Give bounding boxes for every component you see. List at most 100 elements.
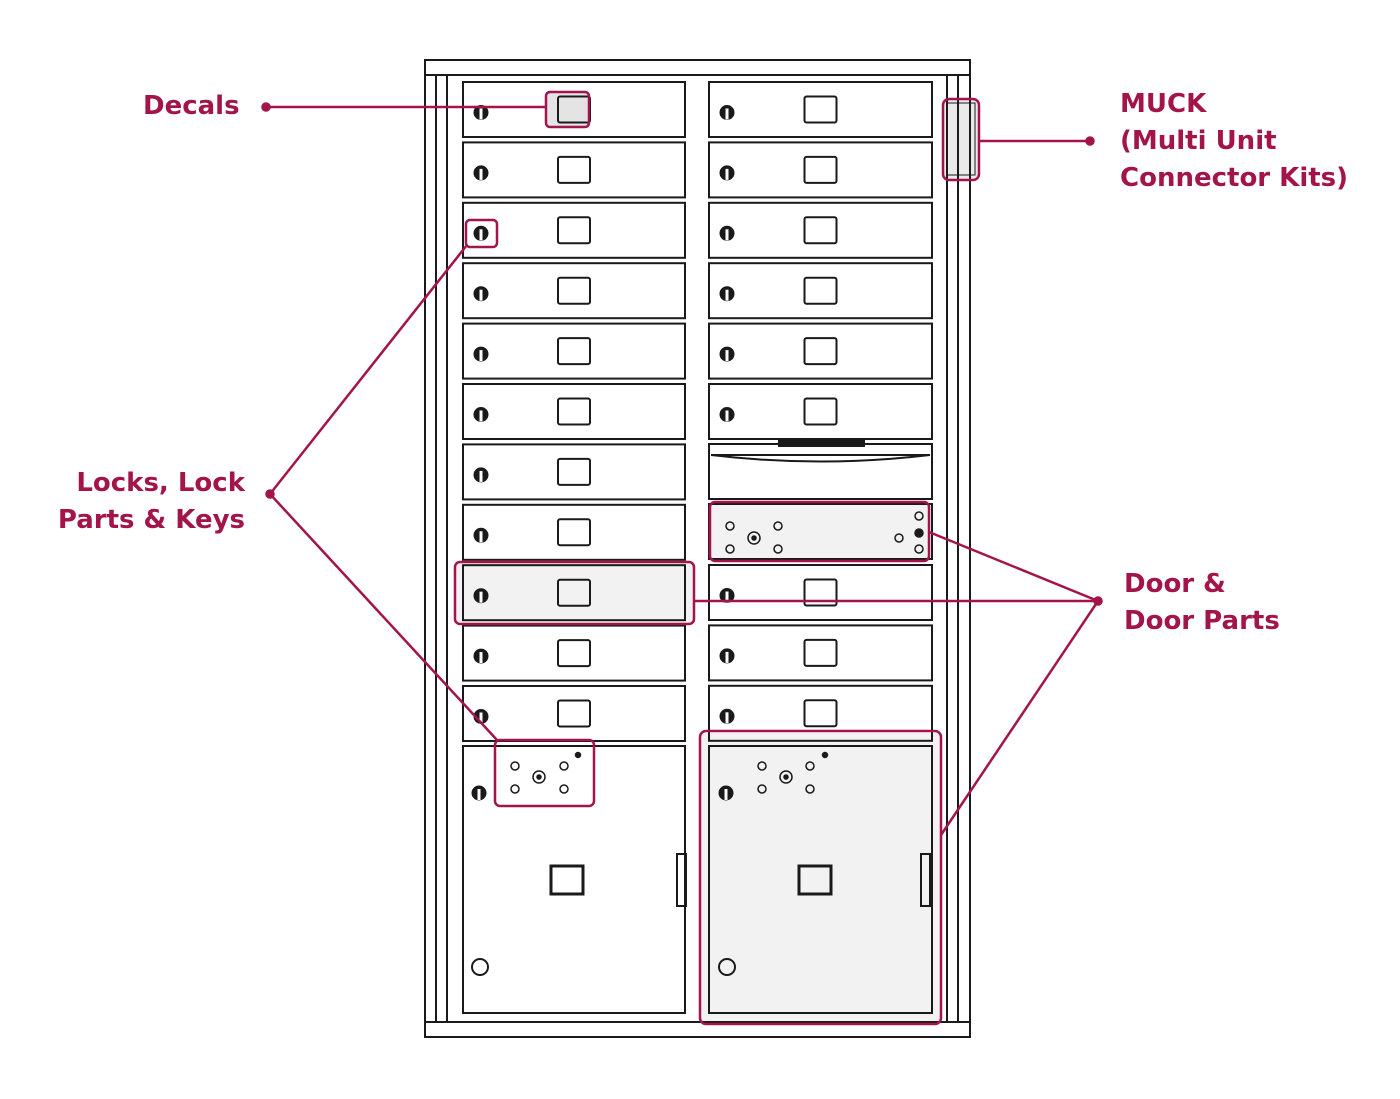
locks-leader-dot [265,489,275,499]
keyhole [479,410,483,422]
tenant-door [462,624,686,682]
panel-lock-core [783,774,789,780]
keyhole [724,789,728,800]
keyhole [725,410,729,422]
screw-hole [914,511,924,521]
tenant-door [462,564,686,622]
tenant-door [462,443,686,501]
doors-leader-dot [1093,596,1103,606]
label-muck: MUCK (Multi Unit Connector Kits) [1120,89,1349,193]
keyhole [479,712,483,724]
panel-callout-box [708,500,931,563]
panel-highlight-fill [711,503,929,560]
screw-hole [805,761,815,771]
tenant-door [462,81,686,138]
muck-callout-box [941,97,981,182]
tenant-door [462,322,686,380]
keyhole [725,229,729,241]
screw-hole [510,784,520,794]
screw-dot [574,751,582,759]
screw-hole [773,521,783,531]
door-label-window [557,699,591,728]
decal-highlight-fill [547,93,589,126]
locks-leader-upper [269,244,468,495]
tenant-door [708,624,933,682]
door-label-window [803,699,838,728]
panel-lock [532,770,546,784]
decal-callout-box [544,90,591,129]
panel-lock-core [536,774,542,780]
tenant-door [708,322,933,380]
label-locks: Locks, Lock Parts & Keys [57,468,245,535]
tenant-door [708,383,933,440]
decals-leader-dot [261,102,271,112]
tenant-door [708,81,933,138]
screw-hole [757,784,767,794]
keyhole [725,651,729,663]
parcel-door-hinge [676,853,687,907]
keyhole [479,289,483,301]
panel-lock-core [751,535,757,541]
parcel-door-knob [471,958,489,976]
tenant-door [462,262,686,320]
keyhole [479,229,483,241]
keyhole [479,652,483,664]
door-label-window [557,216,591,245]
tenant-door [462,685,686,742]
screw-hole [559,761,569,771]
tenant-door [462,141,686,199]
screw-dot [821,751,829,759]
parcel-door-label-window [549,864,585,896]
keyhole [725,712,729,724]
keyhole [725,108,729,120]
tenant-door [708,262,933,320]
lock-callout-box [464,218,499,249]
keyhole [479,470,483,482]
keyhole [479,108,483,120]
tenant-door [708,141,933,199]
parcel-locker-door [708,745,933,1014]
parcel-locker-door [462,745,686,1014]
parcel-door-knob [718,958,736,976]
tenant-door [708,564,933,621]
door-highlight-fill [456,563,694,623]
door-label-window [803,155,838,184]
door-label-window [557,518,591,547]
door-label-window [557,639,591,668]
door-label-window [803,397,838,426]
screw-hole [757,761,767,771]
tenant-door [708,684,933,742]
door-label-window [557,155,591,184]
mail-slot-plate [778,440,865,447]
tenant-door [462,503,686,561]
outgoing-mail-slot [708,443,933,500]
door-label-window [803,578,838,607]
keyhole [725,289,729,301]
keyhole [725,350,729,362]
locks-leader-lower [269,493,498,741]
door-label-window [557,397,591,426]
door-label-window [803,216,838,245]
screw-hole [559,784,569,794]
keyhole [725,168,729,180]
screw-hole [773,544,783,554]
keyhole [477,789,481,800]
parcel-door-highlight-fill [701,733,941,1024]
screw-hole [510,761,520,771]
door-callout-box [453,560,696,626]
screw-hole [725,521,735,531]
muck-leader-dot [1085,136,1095,146]
doors-leader-parcel [939,600,1100,836]
screw-hole [725,544,735,554]
muck-connector [946,102,976,176]
tenant-door [462,383,686,440]
screw-hole [914,544,924,554]
muck-highlight-fill [944,100,978,179]
door-label-window [557,578,591,607]
door-label-window [557,276,591,305]
keyhole [479,591,483,603]
keyhole [479,531,483,543]
door-label-window [803,337,838,366]
